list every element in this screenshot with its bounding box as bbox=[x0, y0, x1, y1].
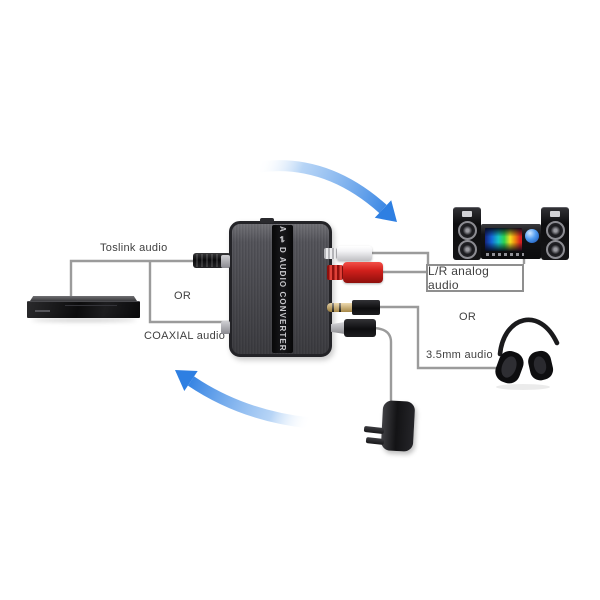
coaxial-wire bbox=[148, 261, 229, 324]
curved-arrow-top bbox=[258, 160, 387, 214]
speaker-cone bbox=[546, 240, 565, 259]
speaker-cone bbox=[458, 221, 477, 240]
toslink-wire bbox=[69, 259, 229, 297]
power-adapter-icon bbox=[380, 400, 416, 452]
converter-vertical-label: A ⇌ D AUDIO CONVERTER bbox=[278, 226, 287, 352]
headband bbox=[497, 317, 560, 357]
lr-analog-audio-label: L/R analog audio bbox=[428, 264, 490, 292]
stereo-system-icon bbox=[452, 204, 570, 262]
dvd-player-tray bbox=[65, 305, 117, 306]
rca-red-connector-icon bbox=[327, 262, 383, 283]
earcup-left bbox=[495, 350, 524, 384]
audio-converter: A ⇌ D AUDIO CONVERTER bbox=[221, 218, 332, 357]
stereo-buttons bbox=[486, 253, 524, 256]
coaxial-label: COAXIAL audio bbox=[144, 330, 226, 342]
stereo-knob bbox=[525, 229, 539, 243]
headphones-icon bbox=[495, 317, 560, 390]
converter-button bbox=[260, 218, 274, 223]
dvd-player-shadow bbox=[32, 318, 136, 322]
or-label-right: OR bbox=[459, 311, 477, 323]
curved-arrow-bottom-head bbox=[175, 370, 198, 391]
stereo-center-unit bbox=[481, 224, 541, 259]
rca-white-connector-icon bbox=[324, 246, 372, 261]
dvd-player-top bbox=[30, 296, 137, 301]
coaxial-port bbox=[221, 321, 230, 334]
jack-wire bbox=[378, 305, 498, 370]
jack-3.5mm-connector-icon bbox=[327, 300, 380, 315]
stereo-speaker-left bbox=[453, 207, 481, 260]
power-wire bbox=[373, 326, 393, 403]
jack-35mm-label: 3.5mm audio bbox=[426, 349, 493, 361]
speaker-cone bbox=[458, 240, 477, 259]
rca-white-wire bbox=[370, 251, 430, 265]
dvd-player-logo bbox=[35, 310, 50, 312]
jack-body bbox=[352, 300, 380, 315]
micro-usb-connector-icon bbox=[331, 319, 376, 337]
rca-red-tip bbox=[327, 265, 343, 280]
dvd-player bbox=[27, 296, 140, 322]
usb-body bbox=[344, 319, 376, 337]
headphones-shadow bbox=[496, 384, 550, 390]
rca-red-body bbox=[343, 262, 383, 283]
tweeter bbox=[550, 211, 560, 217]
stereo-speaker-right bbox=[541, 207, 569, 260]
curved-arrow-top-head bbox=[374, 200, 397, 222]
earcup-right bbox=[528, 350, 554, 381]
curved-arrow-bottom bbox=[187, 376, 311, 429]
usb-metal-tip bbox=[331, 322, 345, 334]
optical-port bbox=[221, 255, 230, 268]
or-label-left: OR bbox=[174, 290, 192, 302]
speaker-cone bbox=[546, 221, 565, 240]
lr-analog-audio-box: L/R analog audio bbox=[426, 264, 524, 292]
converter-label-stripe: A ⇌ D AUDIO CONVERTER bbox=[272, 225, 293, 353]
jack-gold-tip bbox=[327, 303, 352, 312]
tweeter bbox=[462, 211, 472, 217]
stereo-display bbox=[485, 228, 522, 251]
rca-white-body bbox=[337, 246, 372, 261]
toslink-label: Toslink audio bbox=[100, 242, 168, 254]
rca-white-tip bbox=[324, 248, 337, 259]
